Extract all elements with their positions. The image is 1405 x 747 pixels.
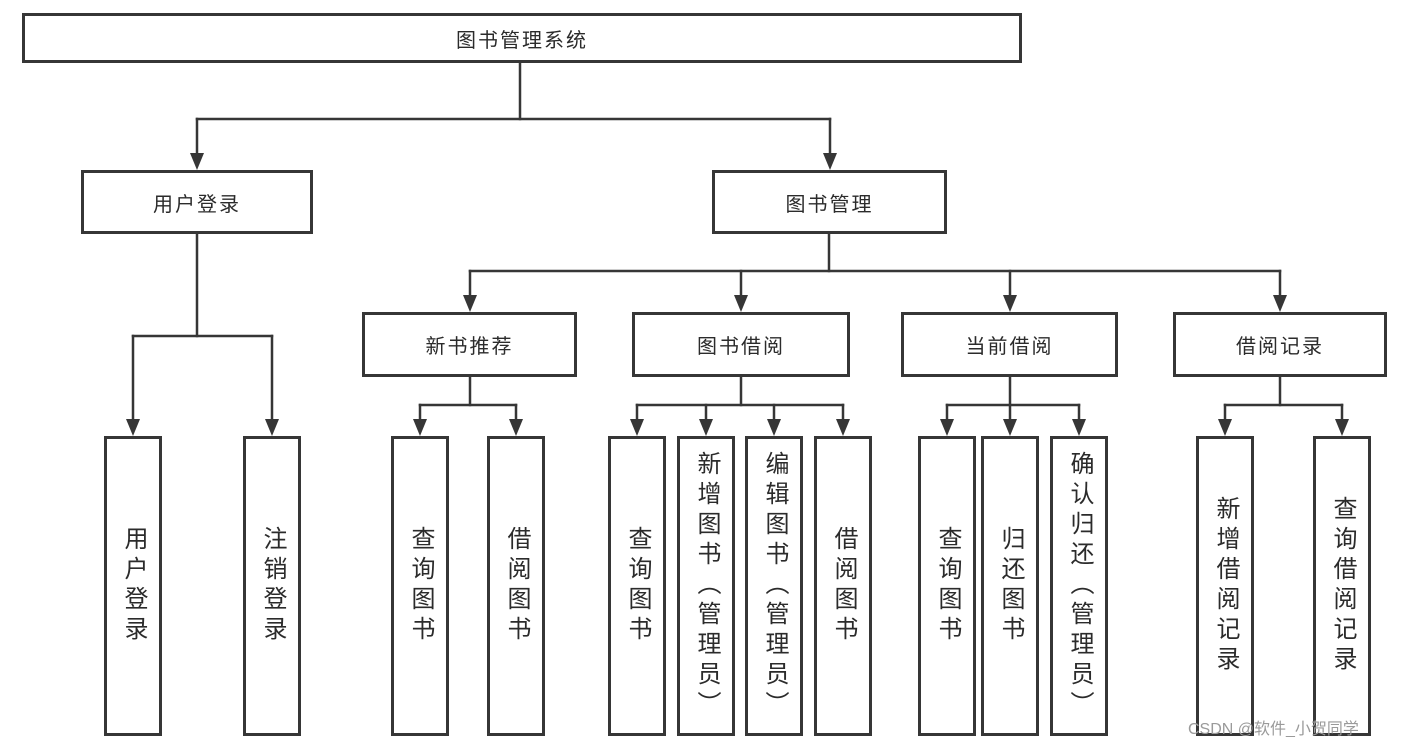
csdn-watermark: CSDN @软件_小贺同学 (1188, 721, 1359, 738)
leaf-label: 查询借阅记录 (1329, 496, 1356, 676)
node-label: 图书管理系统 (456, 29, 588, 52)
node-label: 当前借阅 (965, 336, 1054, 358)
node-current-borrow: 当前借阅 (901, 312, 1118, 377)
leaf-label: 查询图书 (407, 526, 434, 646)
node-label: 图书管理 (785, 193, 874, 216)
leaf-label: 用户登录 (120, 526, 147, 646)
leaf-confirm-return-admin: 确认归还（管理员） (1050, 436, 1108, 736)
leaf-label: 借阅图书 (503, 526, 530, 646)
node-label: 借阅记录 (1236, 336, 1324, 358)
node-label: 用户登录 (153, 193, 241, 216)
leaf-query-books: 查询图书 (391, 436, 449, 736)
leaf-label: 归还图书 (997, 526, 1024, 646)
leaf-logout: 注销登录 (243, 436, 301, 736)
leaf-edit-books-admin: 编辑图书（管理员） (745, 436, 803, 736)
leaf-label: 查询图书 (934, 526, 961, 646)
node-label: 图书借阅 (697, 336, 785, 358)
node-user-login: 用户登录 (81, 170, 313, 234)
leaf-add-borrow-record: 新增借阅记录 (1196, 436, 1254, 736)
leaf-return-books: 归还图书 (981, 436, 1039, 736)
leaf-label: 注销登录 (259, 526, 286, 646)
leaf-user-login: 用户登录 (104, 436, 162, 736)
arrowheads (126, 153, 1349, 436)
node-label: 新书推荐 (425, 336, 514, 358)
node-book-management: 图书管理 (712, 170, 947, 234)
node-library-system: 图书管理系统 (22, 13, 1022, 63)
node-book-borrow: 图书借阅 (632, 312, 850, 377)
leaf-label: 新增借阅记录 (1212, 496, 1239, 676)
leaf-query-books: 查询图书 (608, 436, 666, 736)
node-new-book-recommend: 新书推荐 (362, 312, 577, 377)
leaf-label: 新增图书（管理员） (693, 451, 720, 721)
leaf-add-books-admin: 新增图书（管理员） (677, 436, 735, 736)
leaf-label: 查询图书 (624, 526, 651, 646)
leaf-label: 确认归还（管理员） (1066, 451, 1093, 721)
leaf-label: 编辑图书（管理员） (761, 451, 788, 721)
leaf-label: 借阅图书 (830, 526, 857, 646)
leaf-borrow-books: 借阅图书 (487, 436, 545, 736)
leaf-borrow-books: 借阅图书 (814, 436, 872, 736)
node-borrow-records: 借阅记录 (1173, 312, 1387, 377)
leaf-query-books: 查询图书 (918, 436, 976, 736)
leaf-query-borrow-record: 查询借阅记录 (1313, 436, 1371, 736)
